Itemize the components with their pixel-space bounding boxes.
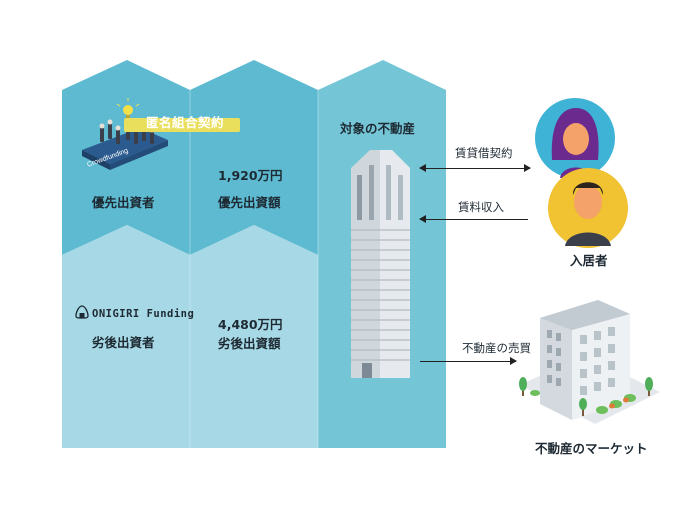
senior-amount-value: 1,920万円 [218,168,283,183]
onigiri-logo-icon [75,305,89,319]
tenant-female-avatar [535,98,615,178]
junior-amount-label: 劣後出資額 [218,336,281,351]
crowdfunding-illustration [82,98,168,170]
onigiri-funding-wordmark: ONIGIRI Funding [92,308,195,320]
market-building-illustration [519,300,660,424]
property-sale-label: 不動産の売買 [462,341,531,355]
lightbulb-icon [123,105,133,115]
junior-investor-label: 劣後出資者 [92,335,155,350]
tenant-male-avatar [548,168,628,248]
onigiri-funding-logo: ONIGIRI Funding [92,308,194,320]
junior-investor-panel [62,225,190,448]
contract-badge [124,118,240,132]
market-label: 不動産のマーケット [535,441,648,456]
rent-income-arrow [419,215,528,223]
tenants-label: 入居者 [570,253,608,268]
senior-investor-label: 優先出資者 [92,195,155,210]
junior-amount-value: 4,480万円 [218,317,283,332]
senior-amount-panel [190,60,318,255]
rent-income-label: 賃料収入 [458,200,504,214]
senior-amount-label: 優先出資額 [218,195,281,210]
lease-contract-label: 賃貸借契約 [455,146,513,160]
junior-amount-panel [190,225,318,448]
lease-contract-arrow [419,164,531,172]
property-sale-arrow [420,357,517,365]
tower-building [351,150,410,378]
anonymous-partnership-label: 匿名組合契約 [146,115,225,130]
property-title: 対象の不動産 [340,121,416,136]
